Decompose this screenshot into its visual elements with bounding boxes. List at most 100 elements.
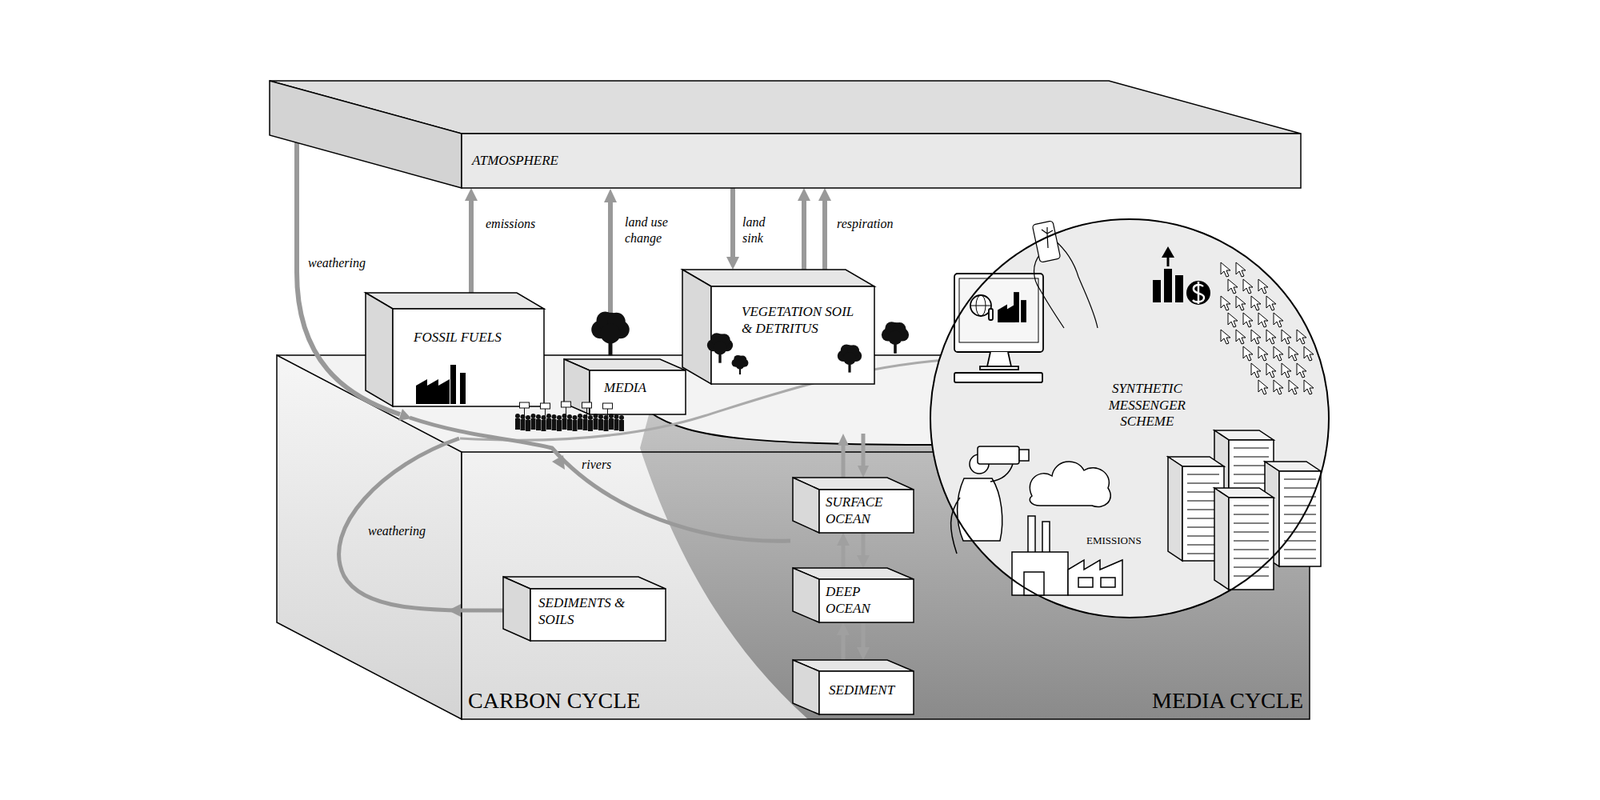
circle-outline: [930, 219, 1329, 618]
arrow-head: [448, 604, 461, 617]
rack-slot: [1233, 465, 1269, 467]
flux-label: land sink: [742, 214, 783, 247]
protester: [541, 420, 547, 432]
protester: [593, 418, 599, 430]
protester: [567, 419, 572, 431]
cursor-icon: [1288, 380, 1299, 395]
coastline: [649, 412, 944, 445]
tree-crown: [736, 360, 745, 370]
protester: [614, 414, 620, 420]
cursor-icon: [1273, 346, 1284, 361]
cube-front: [819, 579, 914, 623]
cube-side: [269, 80, 462, 188]
node-label: ATMOSPHERE: [472, 152, 559, 170]
flux-label: respiration: [836, 216, 894, 232]
arrow-line: [730, 188, 736, 259]
node-label: DEEP OCEAN: [825, 584, 906, 617]
box-node: ATMOSPHERE: [269, 80, 1301, 188]
box-node: FOSSIL FUELS: [365, 292, 544, 407]
rack-slot: [1233, 549, 1269, 551]
box-decoration: [515, 401, 624, 432]
tree-crown: [713, 341, 728, 356]
rack-slot: [1233, 523, 1269, 524]
arrow-head: [818, 188, 832, 201]
cube-front: [819, 671, 914, 715]
cursor-icon: [1281, 363, 1292, 378]
server-racks: [1168, 430, 1321, 590]
node-label: SYNTHETIC MESSENGER SCHEME: [1091, 380, 1204, 431]
cube-top: [682, 269, 875, 287]
rack-slot: [1284, 540, 1316, 542]
rack-slot: [1233, 558, 1269, 560]
protester: [546, 418, 552, 430]
cube-side: [792, 477, 820, 533]
protester: [572, 415, 578, 420]
cursor-icon: [1266, 363, 1276, 378]
protest-sign: [540, 403, 551, 409]
node-label: MEDIA: [604, 380, 647, 397]
protester: [614, 419, 620, 431]
node-text: FOSSIL FUELS: [413, 329, 502, 347]
arrow-head: [836, 622, 850, 636]
rack-slot: [1233, 448, 1269, 449]
rack-slot: [1284, 558, 1316, 560]
cursor-icon: [1281, 329, 1292, 344]
cube-front: [711, 286, 875, 384]
cube-front: [530, 588, 666, 641]
cursor-icon: [1258, 380, 1268, 395]
protester: [515, 418, 520, 430]
weathering-arrow: [296, 138, 400, 415]
growth-chart-icon: [1152, 246, 1211, 305]
protester: [598, 419, 604, 431]
tree-silhouette: [707, 332, 733, 363]
protest-sign: [520, 402, 530, 408]
process-label: rivers: [581, 457, 612, 472]
cursor-icon: [1220, 329, 1231, 344]
cursor-icon: [1251, 363, 1261, 378]
arrow-head: [856, 647, 870, 660]
cursor-icon: [1258, 346, 1268, 361]
cube-side: [792, 660, 820, 715]
node-text: DEEP OCEAN: [825, 584, 906, 617]
region-title: CARBON CYCLE: [468, 688, 640, 714]
protester: [525, 420, 531, 432]
protester: [604, 420, 609, 432]
flux-arrow: [818, 188, 832, 270]
protester: [531, 418, 536, 430]
node-outline: [365, 292, 544, 407]
cursor-icon: [1273, 312, 1284, 328]
protest-sign: [561, 401, 572, 408]
hand-with-phone: [1032, 220, 1098, 328]
protest-sign-pole: [565, 406, 567, 420]
cursor-icon: [1243, 346, 1253, 361]
protester: [608, 413, 614, 419]
protest-sign-pole: [586, 407, 588, 420]
factory-chimney: [460, 372, 466, 404]
node-text: ATMOSPHERE: [472, 152, 559, 170]
protester: [588, 415, 593, 420]
cube-side: [1168, 456, 1183, 561]
cube-front: [392, 308, 544, 407]
computer-monitor: [954, 273, 1044, 383]
cube-top: [365, 292, 544, 309]
arrow-head: [797, 188, 811, 201]
protester: [577, 418, 583, 430]
flux-arrow: [856, 622, 870, 660]
cube-side: [503, 576, 531, 641]
protester: [619, 420, 624, 432]
arrow-head: [726, 256, 740, 270]
rack-slot: [1284, 479, 1316, 480]
protester: [588, 420, 593, 432]
camera-operator: [951, 446, 1029, 554]
cursor-icon: [1258, 279, 1268, 294]
protester: [525, 415, 531, 420]
cursor-icon: [1258, 312, 1268, 328]
process-label: land use change: [624, 214, 685, 247]
protester: [556, 415, 562, 420]
node-label: SURFACE OCEAN: [825, 494, 906, 528]
flux-arrow: [856, 532, 870, 568]
cube-front: [1279, 471, 1321, 567]
protester: [608, 418, 614, 430]
box-node: VEGETATION SOIL & DETRITUS: [682, 269, 875, 384]
